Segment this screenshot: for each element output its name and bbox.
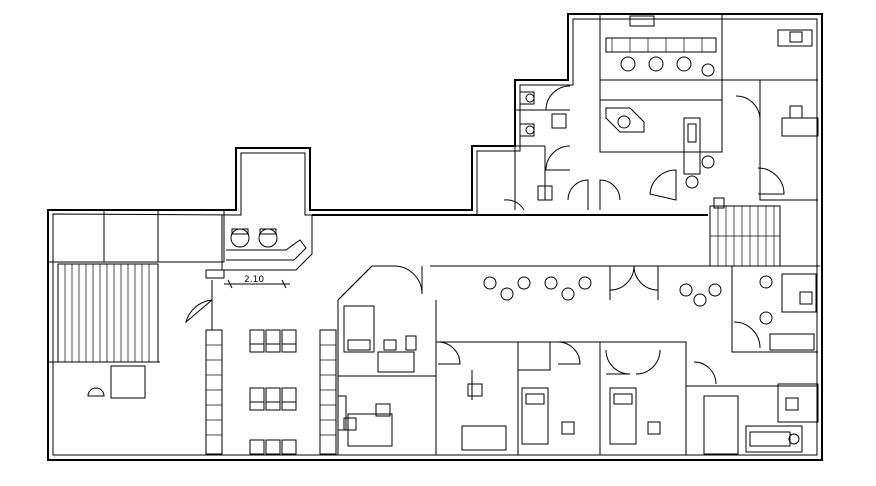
equipment-icon <box>676 56 692 72</box>
door-swing <box>757 167 785 195</box>
counter <box>605 37 717 53</box>
exam-bed <box>461 425 507 451</box>
chair-icon <box>785 397 799 411</box>
workstation <box>605 107 645 133</box>
cabinet <box>110 365 146 399</box>
door-swing <box>503 199 525 211</box>
toilet-icon <box>519 123 535 137</box>
door-swing <box>735 95 761 121</box>
chair-icon <box>343 417 357 431</box>
exterior-walls <box>47 13 823 461</box>
chair-row <box>249 329 297 353</box>
door-swing <box>599 179 621 210</box>
exam-bed <box>609 387 637 445</box>
chair-icon <box>561 421 575 435</box>
exam-bed <box>343 305 375 353</box>
sink-icon <box>551 113 567 129</box>
chair-icon <box>789 105 803 119</box>
door-swing <box>635 349 661 375</box>
waiting-area <box>185 280 337 455</box>
equipment-icon <box>648 56 664 72</box>
chair-icon <box>789 31 803 43</box>
reception: 2.10 <box>205 215 313 289</box>
lower-rooms <box>337 265 819 455</box>
door-swing <box>393 265 423 295</box>
treadmill-icon <box>745 425 803 453</box>
door-swing <box>633 265 659 291</box>
desk <box>781 273 817 313</box>
corridor <box>312 214 820 307</box>
sink-icon <box>87 387 105 397</box>
door-swing <box>649 169 677 201</box>
door-swing <box>609 265 635 291</box>
door-swing <box>545 85 571 111</box>
door-swing <box>693 361 717 385</box>
chair-icon <box>799 291 813 305</box>
reception-chair-icon <box>258 228 278 248</box>
stair-treads <box>64 264 150 362</box>
bench <box>319 329 337 455</box>
bench <box>205 329 223 455</box>
reception-chair-icon <box>230 228 250 248</box>
equipment-icon <box>620 56 636 72</box>
door-swing <box>733 321 761 349</box>
desk <box>777 383 819 423</box>
chair-row <box>249 387 297 411</box>
chair-icon <box>375 403 391 417</box>
chair-icon <box>647 421 661 435</box>
chair-row <box>249 439 297 455</box>
consult-room <box>731 266 818 353</box>
chair-icon <box>383 339 397 351</box>
door-swing <box>567 179 589 210</box>
toilet-icon <box>519 91 535 105</box>
equipment <box>629 15 655 27</box>
stair-treads <box>710 206 780 266</box>
door-swing <box>185 299 213 324</box>
door-swing <box>605 349 631 375</box>
desk <box>781 117 819 137</box>
door-swing <box>557 341 581 365</box>
upper-block <box>503 13 819 211</box>
desk <box>777 29 813 47</box>
stair-flight <box>57 263 159 363</box>
surgical-table-icon <box>683 117 701 175</box>
right-stair <box>709 197 781 267</box>
dimension-label: 2.10 <box>244 275 264 285</box>
door-swing <box>545 145 571 171</box>
desk <box>377 351 415 373</box>
corridor-chairs <box>483 276 722 307</box>
door-swing <box>437 341 461 365</box>
left-stair-area <box>47 209 225 399</box>
exam-bed <box>521 387 549 445</box>
